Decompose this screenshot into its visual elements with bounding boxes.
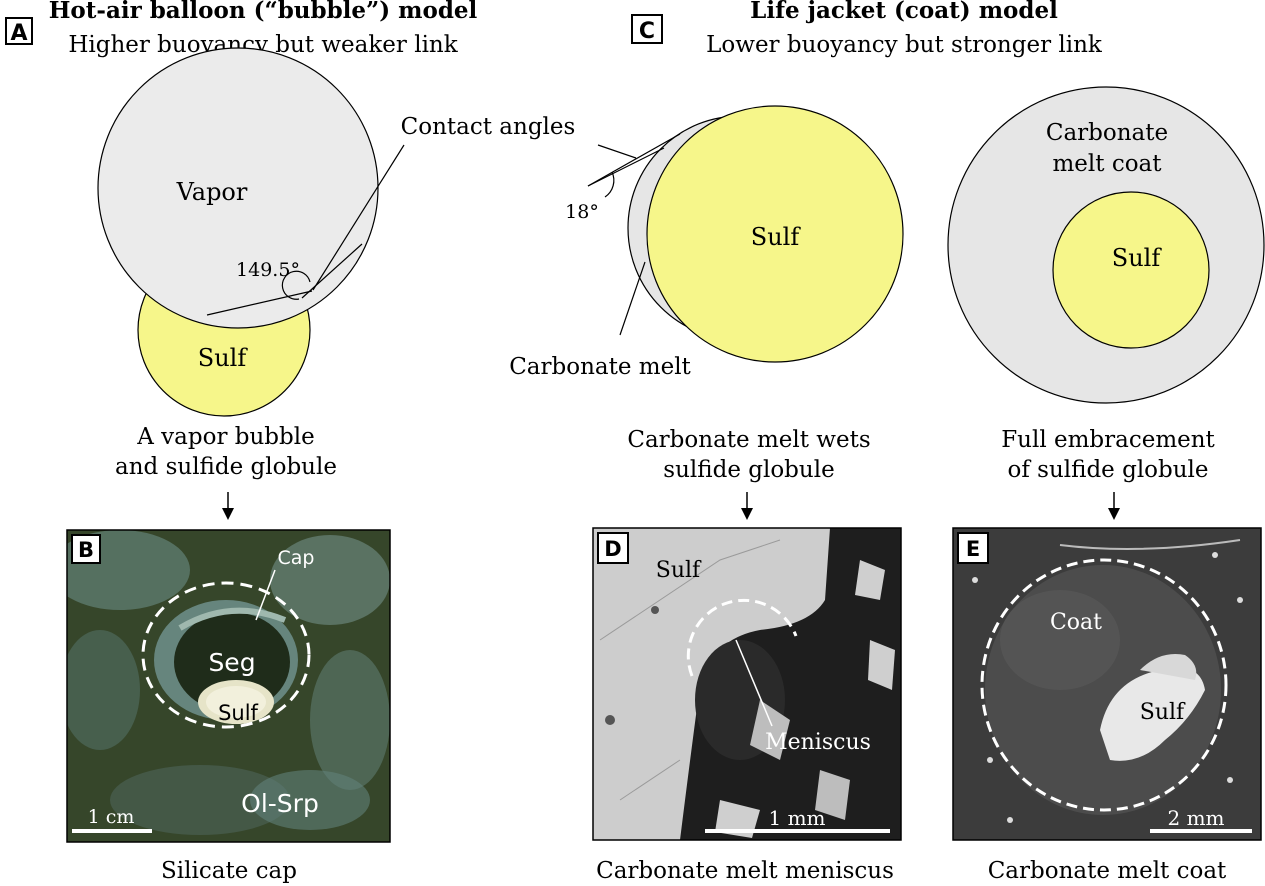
panel-e-frame: [952, 527, 1262, 841]
panel-c-title: Life jacket (coat) model: [750, 0, 1058, 24]
contact-angle-pointer-a: [312, 144, 405, 291]
panel-a-caption-line2: and sulfide globule: [115, 454, 337, 480]
meniscus-label: Meniscus: [765, 730, 871, 755]
panel-c-letter: C: [639, 19, 655, 44]
tangent-line-c-upper: [587, 133, 681, 187]
panel-d-frame: [592, 527, 902, 841]
panel-e: E Coat Sulf 2 mm Carbonate melt coat: [952, 527, 1262, 884]
panel-a-title: Hot-air balloon (“bubble”) model: [49, 0, 478, 24]
cap-pointer: [255, 569, 276, 621]
panel-d-letter-box: [597, 532, 629, 564]
sulfide-globule-coated: [1052, 191, 1210, 349]
panel-c-subtitle: Lower buoyancy but stronger link: [706, 32, 1103, 58]
carbonate-melt-label: Carbonate melt: [509, 354, 691, 380]
angle-label-c: 18°: [565, 201, 599, 223]
panel-d-photo: [593, 528, 901, 840]
angle-arc-a: [281, 270, 311, 300]
angle-arc-c: [604, 171, 615, 198]
contact-angles-label: Contact angles: [401, 114, 576, 140]
tangent-line-c-lower: [587, 147, 665, 187]
coat-label-e: Coat: [1050, 610, 1102, 635]
coat-caption-line1: Full embracement: [1001, 427, 1215, 453]
vapor-label: Vapor: [176, 178, 248, 206]
sulf-label-a: Sulf: [198, 344, 249, 372]
panel-d-caption: Carbonate melt meniscus: [596, 858, 894, 884]
coat-sulf-label: Sulf: [1112, 244, 1163, 272]
panel-c-caption-line2: sulfide globule: [663, 457, 834, 483]
sulf-label-d: Sulf: [656, 558, 702, 583]
scale-label-d: 1 mm: [768, 806, 825, 830]
arrow-c-head: [741, 508, 753, 520]
panel-b: B Cap Seg Sulf Ol-Srp 1 cm Silicate cap: [66, 529, 391, 884]
vapor-bubble: [97, 47, 379, 329]
panel-e-caption: Carbonate melt coat: [988, 858, 1227, 884]
tangent-line-vapor: [301, 243, 363, 299]
coat-label-line1: Carbonate: [1046, 120, 1168, 146]
sulfide-globule-c: [646, 105, 904, 363]
arrow-e-head: [1108, 508, 1120, 520]
panel-b-dashed-outline: [141, 581, 311, 729]
panel-b-frame: [66, 529, 391, 843]
panel-c-caption-line1: Carbonate melt wets: [627, 427, 870, 453]
angle-label-a: 149.5°: [236, 259, 300, 281]
host-rock-label: Ol-Srp: [241, 789, 319, 818]
panel-b-letter-box: [71, 534, 101, 564]
seg-label: Seg: [208, 648, 255, 677]
sulf-label-c: Sulf: [751, 223, 802, 251]
panel-e-letter-box: [957, 532, 989, 564]
panel-a-letter: A: [10, 21, 27, 46]
scale-label-b: 1 cm: [88, 806, 135, 828]
meniscus-dashed-outline: [686, 598, 798, 677]
coat-label-line2: melt coat: [1052, 151, 1162, 177]
scale-label-e: 2 mm: [1167, 806, 1224, 830]
cap-label: Cap: [278, 547, 315, 569]
coat-caption-line2: of sulfide globule: [1007, 457, 1208, 483]
panel-b-caption: Silicate cap: [161, 858, 297, 884]
panel-b-photo: [67, 530, 390, 842]
coat-dashed-outline: [980, 558, 1228, 812]
contact-angle-pointer-c: [597, 144, 637, 159]
panel-a-letter-box: [5, 17, 33, 45]
panel-b-letter: B: [78, 538, 94, 562]
panel-e-photo: [953, 528, 1261, 840]
carbonate-melt-pointer: [619, 261, 646, 336]
panel-c: C Life jacket (coat) model Lower buoyanc…: [509, 0, 1265, 520]
meniscus-pointer: [735, 639, 773, 727]
sulf-label-b: Sulf: [218, 701, 258, 725]
panel-a: A Hot-air balloon (“bubble”) model Highe…: [5, 0, 478, 520]
panel-d: D Sulf Meniscus 1 mm Carbonate melt meni…: [592, 527, 902, 884]
panel-e-letter: E: [966, 537, 980, 561]
arrow-a-head: [222, 508, 234, 520]
panel-c-letter-box: [631, 14, 663, 44]
panel-a-caption-line1: A vapor bubble: [136, 424, 314, 450]
tangent-line-sulfide: [206, 290, 313, 316]
sulf-label-e: Sulf: [1140, 700, 1186, 725]
panel-d-letter: D: [604, 537, 621, 561]
